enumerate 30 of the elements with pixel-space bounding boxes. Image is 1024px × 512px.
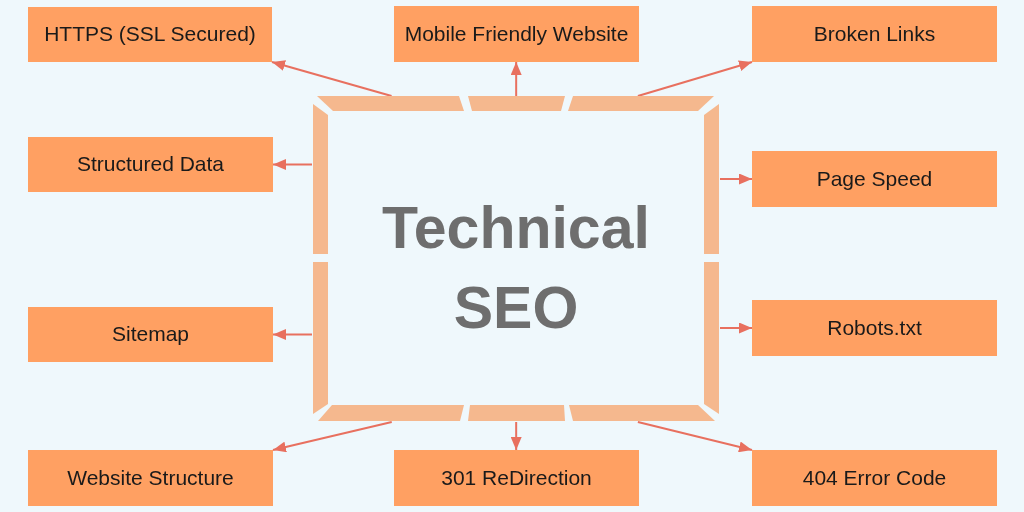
arrow: [510, 421, 522, 451]
topic-box: [752, 450, 997, 506]
arrow: [636, 421, 753, 453]
arrow: [272, 329, 313, 340]
topic-text: 301 ReDirection: [441, 464, 592, 491]
topic-box: [752, 151, 997, 207]
topic-text: Website Structure: [67, 464, 234, 491]
arrow: [510, 61, 522, 97]
arrow: [272, 421, 393, 453]
topic-box: [394, 450, 639, 506]
topic-box: [752, 300, 997, 356]
arrow: [719, 173, 753, 185]
topic-text: Structured Data: [76, 151, 225, 178]
topic-text: Sitemap: [111, 321, 189, 348]
topic-box: [28, 307, 273, 362]
topic-box: [28, 7, 272, 62]
topic-box: [28, 137, 273, 192]
topic-text: HTTPS (SSL Secured): [44, 21, 256, 48]
arrow: [636, 60, 753, 97]
topic-text: 404 Error Code: [802, 464, 947, 491]
topic-box: [752, 6, 997, 62]
topic-text: Broken Links: [813, 20, 936, 47]
topic-text: Robots.txt: [827, 314, 922, 341]
topic-box: [394, 6, 639, 62]
arrow: [272, 159, 313, 170]
topic-text: Page Speed: [816, 165, 933, 192]
arrow: [719, 322, 753, 334]
topic-box: [28, 450, 273, 506]
arrow: [271, 60, 393, 97]
topic-text: Mobile Friendly Website: [404, 20, 629, 47]
